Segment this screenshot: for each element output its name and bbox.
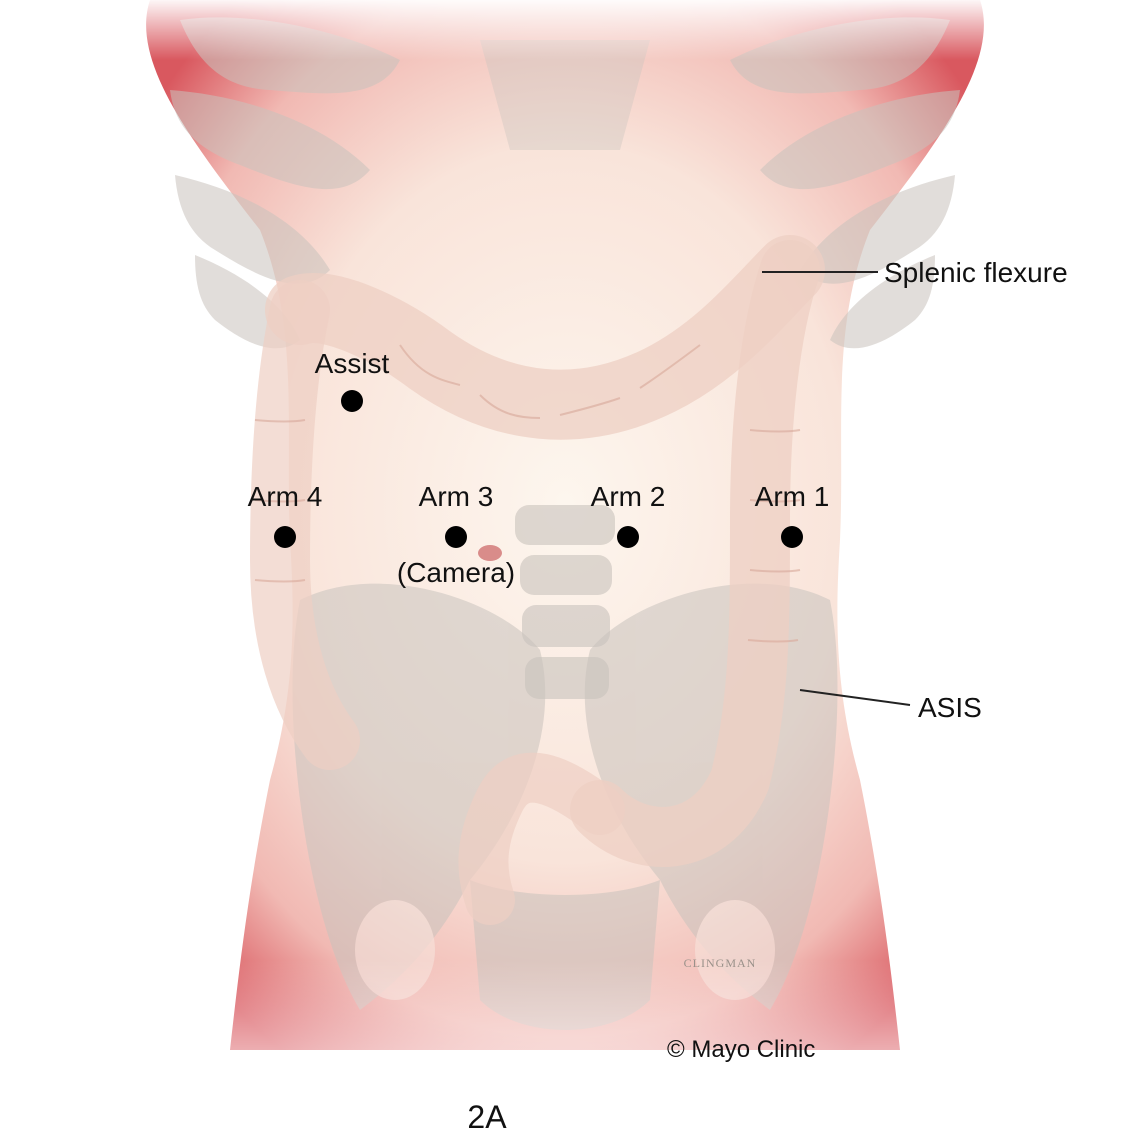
port-dot-arm2 — [617, 526, 639, 548]
copyright-notice: © Mayo Clinic — [667, 1036, 815, 1063]
panel-label: 2A — [467, 1099, 507, 1135]
bottom-fade — [0, 960, 1130, 1135]
top-fade — [0, 0, 1130, 60]
port-dot-arm4 — [274, 526, 296, 548]
port-dot-arm3 — [445, 526, 467, 548]
port-label-arm3-camera: (Camera) — [397, 557, 515, 588]
artist-signature: CLINGMAN — [684, 956, 757, 970]
callout-asis: ASIS — [918, 692, 982, 723]
port-label-arm2: Arm 2 — [591, 481, 666, 512]
port-label-arm4: Arm 4 — [248, 481, 323, 512]
port-label-arm1: Arm 1 — [755, 481, 830, 512]
port-label-arm3: Arm 3 — [419, 481, 494, 512]
callout-splenic-flexure: Splenic flexure — [884, 257, 1068, 288]
port-dot-assist — [341, 390, 363, 412]
port-label-assist: Assist — [315, 348, 390, 379]
port-dot-arm1 — [781, 526, 803, 548]
